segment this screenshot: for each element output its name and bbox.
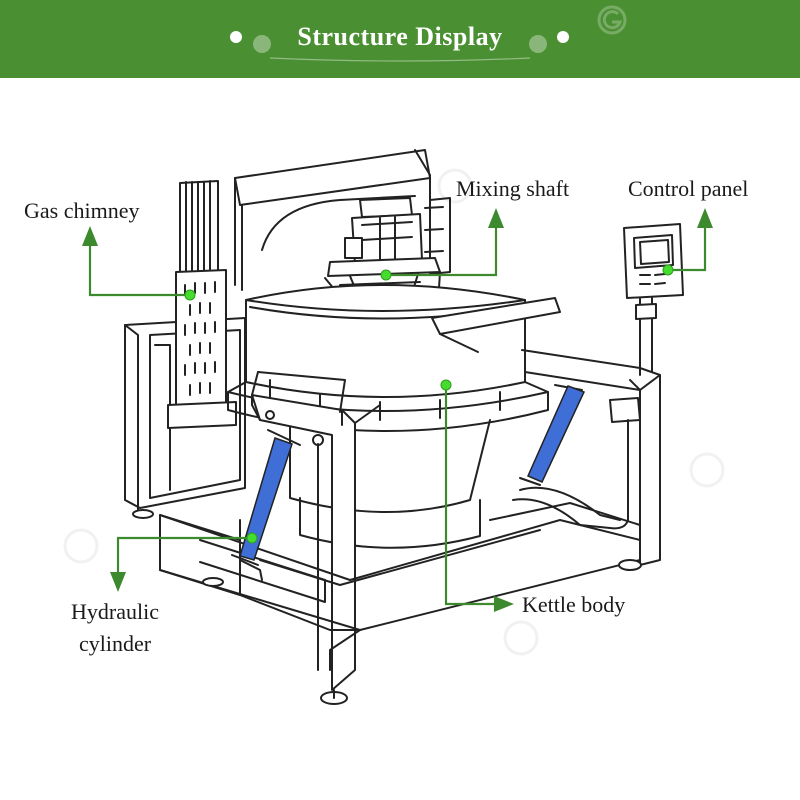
header-dot-left-small [253, 35, 271, 53]
header-dot-right-small [529, 35, 547, 53]
label-hydraulic-line1: Hydraulic [71, 599, 159, 624]
header-dot-left-large [230, 31, 242, 43]
gg-logo-watermark-icon [597, 5, 627, 35]
callout-dot-hydraulic [246, 532, 258, 544]
arrow-up-icon [697, 208, 713, 228]
callout-line-control-panel [668, 222, 707, 272]
callout-dot-kettle-body [440, 379, 452, 391]
hydraulic-cylinder-left [239, 437, 293, 561]
hydraulic-cylinder-right [527, 385, 586, 483]
arrow-right-icon [494, 596, 514, 612]
callout-dots [184, 264, 674, 544]
callout-lines [88, 222, 707, 606]
header-dot-right-large [557, 31, 569, 43]
callout-line-gas-chimney [88, 240, 190, 297]
label-hydraulic-cylinder: Hydraulic cylinder [40, 596, 190, 660]
label-kettle-body: Kettle body [522, 592, 626, 617]
arrow-up-icon [82, 226, 98, 246]
callout-dot-mixing-shaft [380, 269, 392, 281]
arrow-up-icon [488, 208, 504, 228]
control-panel-part [623, 223, 684, 376]
gg-logo-watermark-icon [63, 168, 725, 656]
label-control-panel: Control panel [628, 176, 749, 201]
callout-line-kettle-body [444, 385, 498, 606]
header-title-underline [269, 57, 531, 62]
callout-arrowheads [82, 208, 713, 612]
header-banner [0, 0, 800, 78]
label-mixing-shaft: Mixing shaft [456, 176, 570, 201]
hydraulic-cylinder-part [239, 385, 586, 561]
callout-line-mixing-shaft [386, 222, 498, 277]
callout-line-hydraulic [116, 536, 252, 578]
callout-dot-control-panel [662, 264, 674, 276]
arrow-down-icon [110, 572, 126, 592]
header-title: Structure Display [297, 22, 503, 51]
machine-line-art [124, 149, 684, 705]
gas-chimney-part [167, 180, 237, 429]
mixing-shaft-part [324, 197, 441, 307]
kettle-body-part [227, 284, 561, 549]
header-background [0, 0, 800, 78]
label-hydraulic-line2: cylinder [78, 631, 152, 656]
label-gas-chimney: Gas chimney [24, 198, 140, 223]
callout-dot-gas-chimney [184, 289, 196, 301]
